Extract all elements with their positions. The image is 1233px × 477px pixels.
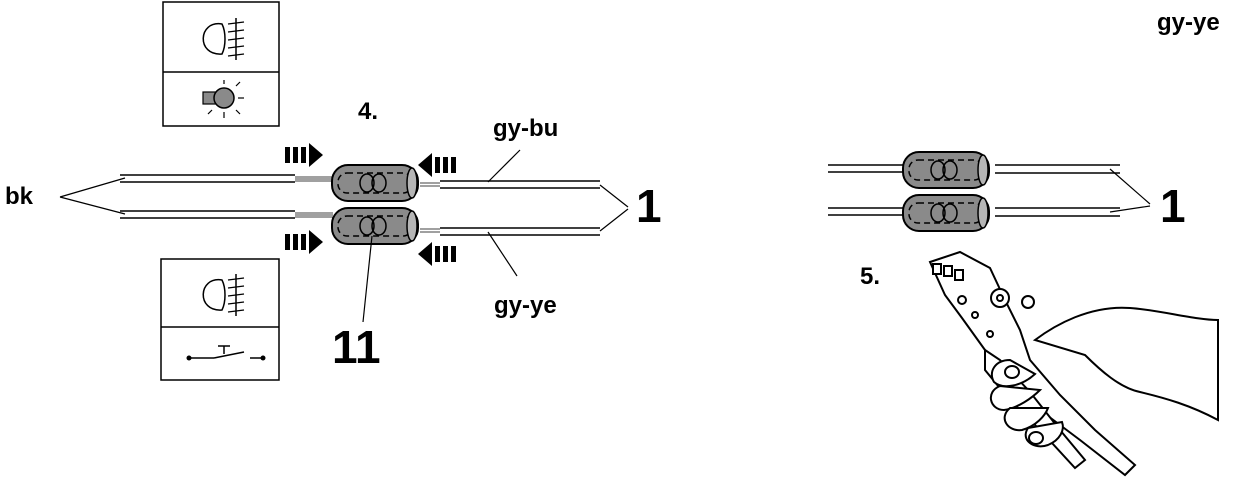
symbol-panel-top	[162, 1, 280, 127]
butt-splice-connector-icon	[331, 164, 419, 202]
leader-lines-left	[59, 149, 629, 323]
ref-1-right-label: 1	[1160, 180, 1186, 232]
wire-bk-lower	[120, 210, 333, 219]
wire-gy-bu	[420, 180, 600, 189]
butt-splice-connector-icon	[331, 207, 419, 245]
ref-1-left-label: 1	[636, 180, 662, 232]
push-arrow-icon	[418, 242, 456, 266]
corner-wire-color-label: gy-ye	[1157, 9, 1220, 36]
step-4-label: 4.	[358, 98, 379, 125]
wire-gy-ye-label: gy-ye	[494, 292, 557, 319]
wire-bk-label: bk	[5, 183, 34, 210]
wire-right-lower	[828, 207, 1120, 217]
lamp-bulb-icon	[202, 80, 244, 118]
leader-lines-right	[1109, 168, 1151, 213]
wire-gy-ye	[420, 227, 600, 236]
symbol-panel-bottom	[160, 258, 280, 381]
push-arrow-icon	[285, 143, 323, 167]
ref-11-label: 11	[332, 321, 381, 373]
butt-splice-connector-icon	[902, 194, 990, 232]
wire-bk-upper	[120, 174, 333, 183]
hand-icon	[989, 306, 1219, 448]
wire-gy-bu-label: gy-bu	[493, 115, 559, 142]
push-switch-icon	[186, 345, 266, 361]
push-arrow-icon	[285, 230, 323, 254]
push-arrow-icon	[418, 153, 456, 177]
step-5-label: 5.	[860, 263, 881, 290]
butt-splice-connector-icon	[902, 151, 990, 189]
wire-right-upper	[828, 164, 1120, 174]
